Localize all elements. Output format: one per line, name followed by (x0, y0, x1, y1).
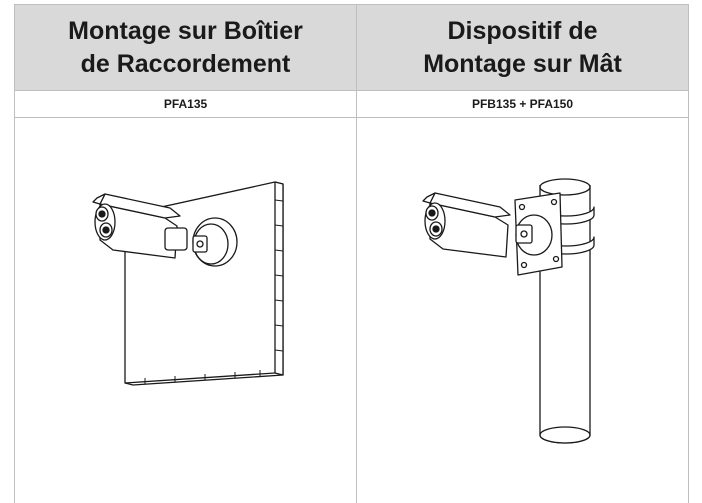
header-junction-box-line1: Montage sur Boîtier (68, 16, 303, 45)
model-pole-mount: PFB135 + PFA150 (471, 97, 574, 111)
row-divider (15, 117, 688, 118)
model-junction-box: PFA135 (163, 97, 208, 111)
header-pole-mount-line2: Montage sur Mât (423, 49, 622, 78)
mount-comparison-table: Montage sur Boîtier de Raccordement Disp… (14, 4, 689, 503)
column-divider (356, 5, 357, 503)
header-pole-mount-line1: Dispositif de (447, 16, 598, 45)
pole-mount-illustration (422, 178, 595, 444)
junction-box-mount-illustration (92, 181, 284, 386)
header-junction-box-line2: de Raccordement (80, 49, 291, 78)
header-junction-box: Montage sur Boîtier de Raccordement (15, 5, 356, 90)
row-divider (15, 90, 688, 91)
header-pole-mount: Dispositif de Montage sur Mât (357, 5, 688, 90)
